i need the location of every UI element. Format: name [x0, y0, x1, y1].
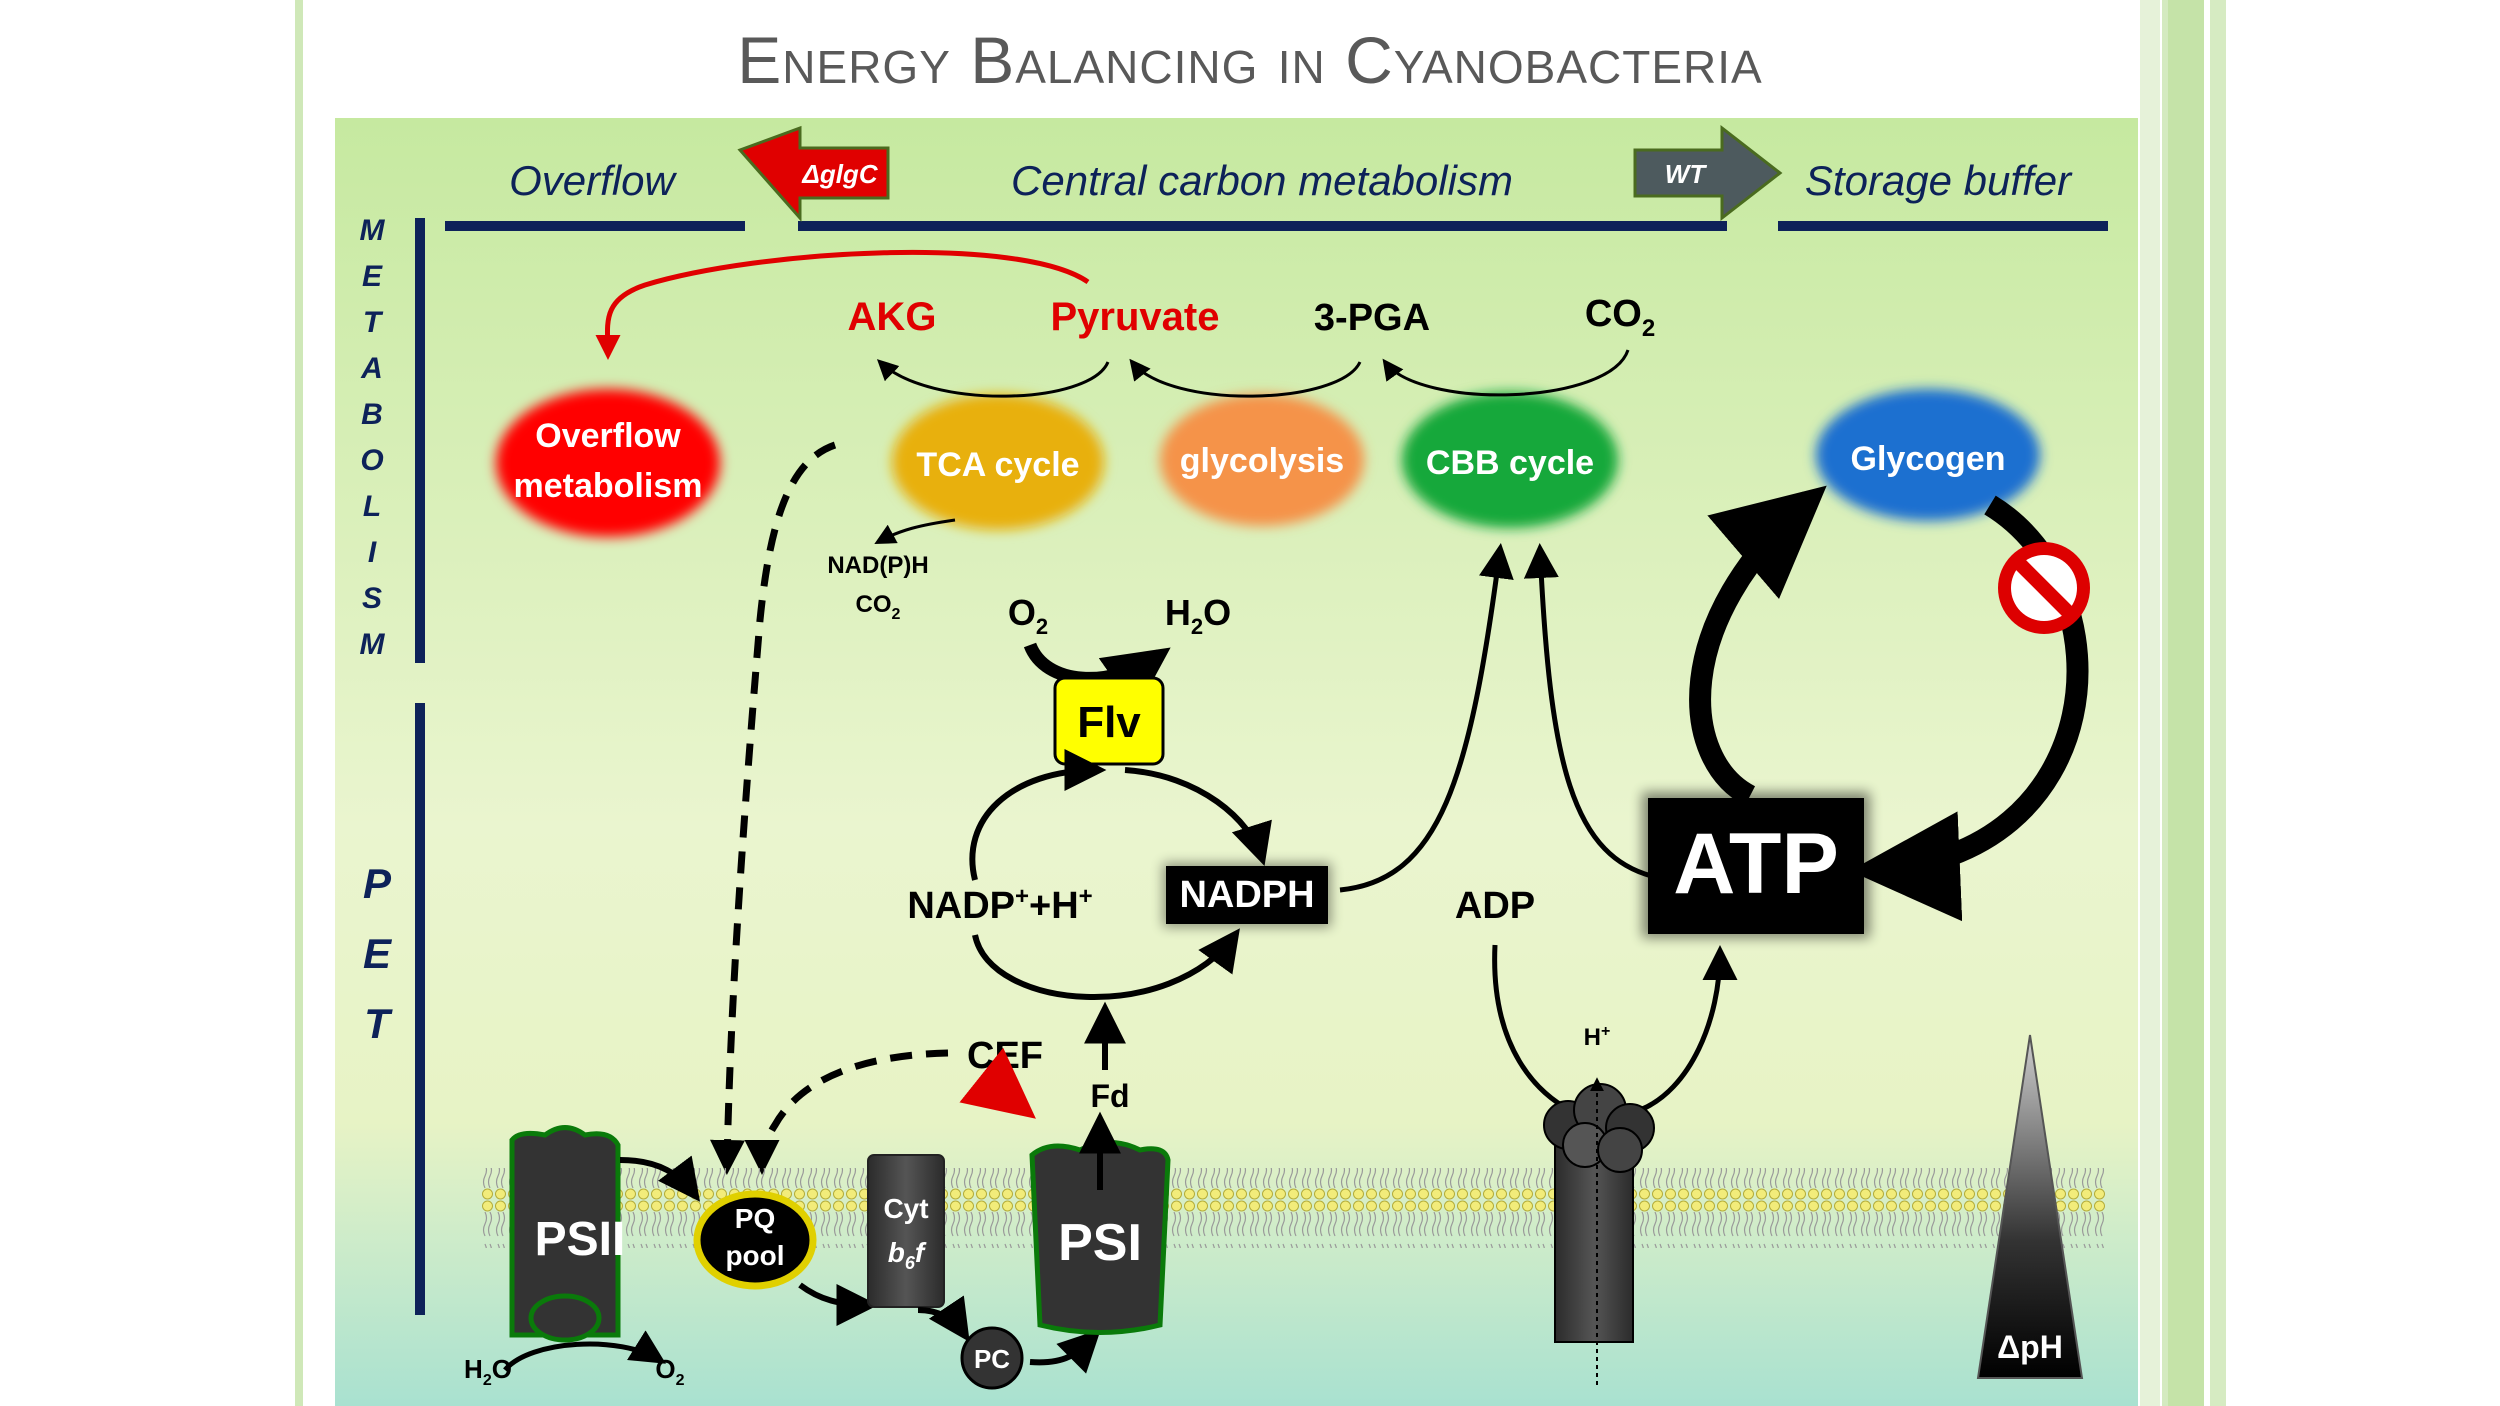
dashed-cef-arrow [744, 1049, 949, 1175]
arrow-atp-to-glycogen [1689, 485, 1827, 806]
glycogen-blob: Glycogen [1816, 389, 2040, 521]
h2o-top-label: H2O [1165, 592, 1231, 639]
overflow-blob-line2: metabolism [514, 467, 703, 505]
pq-label-line2: pool [725, 1240, 784, 1271]
h2o-bottom-label: H2O [464, 1354, 512, 1389]
pga-label: 3-PGA [1314, 297, 1430, 339]
atp-label: ATP [1673, 816, 1839, 912]
co2-small-label: CO2 [856, 591, 901, 623]
psii-complex: PSII [509, 1125, 626, 1343]
cyt-label-line1: Cyt [883, 1193, 928, 1224]
tca-blob-label: TCA cycle [916, 446, 1079, 484]
mutant-arrow: ΔglgC [737, 125, 890, 222]
fd-label: Fd [1090, 1078, 1129, 1114]
cyt-b6f-complex: Cyt b6f [867, 1154, 945, 1308]
metabolism-letter: M [360, 214, 386, 247]
nadph-box: NADPH [1163, 863, 1331, 927]
metabolism-letter: S [362, 582, 382, 615]
left-decor-bar [295, 0, 303, 1406]
arrow-nadp-to-flv [969, 749, 1107, 881]
metabolism-letter: O [360, 444, 383, 477]
header-storage: Storage buffer [1805, 157, 2073, 204]
page-title: Energy Balancing in Cyanobacteria [737, 23, 1763, 97]
arrow-psii-to-pq [619, 1155, 701, 1202]
psii-label: PSII [535, 1213, 626, 1266]
o2-bottom-label: O2 [655, 1354, 684, 1389]
dph-triangle: ΔpH [1976, 1034, 2084, 1379]
glycolysis-blob-label: glycolysis [1180, 442, 1344, 480]
header-overflow: Overflow [509, 157, 677, 204]
pet-side-label: P E T [363, 860, 393, 1047]
nadph-small-label: NAD(P)H [827, 552, 928, 579]
metabolism-side-label: M E T A B O L I S M [360, 214, 386, 661]
arrow-nadph-to-cbb [1339, 543, 1514, 893]
arrow-flv-to-nadph [1124, 767, 1272, 867]
akg-label: AKG [848, 295, 937, 339]
arrow-co2-to-pga [1382, 349, 1630, 397]
flv-box: Flv [1053, 676, 1165, 766]
cbb-blob-label: CBB cycle [1426, 444, 1594, 482]
glycogen-blob-label: Glycogen [1851, 440, 2006, 478]
h-plus-label: H+ [1584, 1023, 1611, 1051]
arrow-tca-to-nadph [874, 518, 956, 545]
header-central: Central carbon metabolism [1011, 157, 1513, 204]
pc-label: PC [974, 1344, 1010, 1374]
mutant-arrow-label: ΔglgC [801, 159, 878, 189]
metabolism-letter: I [368, 536, 377, 569]
wt-arrow-label: WT [1665, 159, 1708, 189]
flv-label: Flv [1077, 698, 1141, 747]
metabolism-letter: A [360, 352, 383, 385]
nadp-label: NADP++H+ [907, 883, 1092, 927]
arrow-atpase-to-atp [1639, 945, 1738, 1113]
pyruvate-label: Pyruvate [1051, 295, 1220, 339]
pq-pool: PQ pool [693, 1190, 817, 1290]
metabolism-letter: E [362, 260, 383, 293]
arrow-glyc-to-pyr [1129, 358, 1362, 398]
arrow-tca-to-akg [876, 359, 1110, 398]
atp-synthase [1543, 1083, 1655, 1343]
pet-letter: T [364, 1000, 393, 1047]
arrow-nadp-to-nadph-bottom [972, 928, 1240, 1000]
pc-carrier: PC [960, 1326, 1024, 1390]
right-decor-bar [2140, 0, 2160, 1406]
cef-label: CEF [967, 1035, 1043, 1077]
metabolism-letter: B [361, 398, 383, 431]
wt-arrow: WT [1633, 124, 1783, 222]
overflow-metabolism-blob: Overflow metabolism [496, 389, 720, 537]
arrow-atp-to-cbb [1523, 543, 1661, 881]
pq-label-line1: PQ [735, 1203, 775, 1234]
red-overflow-arrow [595, 249, 1090, 360]
arrow-cyt-to-pc [917, 1295, 970, 1342]
dph-label: ΔpH [1997, 1329, 2063, 1365]
no-symbol-icon [1998, 542, 2090, 634]
o2-top-label: O2 [1008, 592, 1048, 639]
arrow-pq-to-cyt [798, 1282, 879, 1326]
metabolism-letter: M [360, 628, 386, 661]
co2-label: CO2 [1585, 293, 1655, 342]
overflow-blob-line1: Overflow [535, 417, 681, 455]
nadph-label: NADPH [1179, 874, 1314, 916]
atp-box: ATP [1642, 792, 1870, 938]
psi-complex: PSI [1029, 1140, 1171, 1335]
arrow-h2o-to-o2 [503, 1330, 666, 1372]
right-decor-bar-3 [2168, 0, 2204, 1406]
pet-letter: E [363, 930, 393, 977]
cbb-cycle-blob: CBB cycle [1402, 392, 1618, 528]
psi-label: PSI [1058, 1214, 1142, 1272]
metabolism-letter: L [363, 490, 381, 523]
cyt-label-line2: b6f [888, 1237, 927, 1273]
tca-cycle-blob: TCA cycle [892, 394, 1104, 530]
adp-label: ADP [1455, 885, 1535, 927]
co2-main: CO [1585, 293, 1642, 335]
metabolism-letter: T [363, 306, 384, 339]
red-cef-arrow [959, 1047, 1036, 1119]
right-decor-bar-4 [2210, 0, 2226, 1406]
dashed-arrow-tca-to-pq [710, 441, 837, 1175]
pet-letter: P [363, 860, 392, 907]
arrow-pc-to-psi [1029, 1329, 1101, 1374]
co2-subscript: 2 [1642, 315, 1655, 342]
glycolysis-blob: glycolysis [1160, 394, 1364, 526]
